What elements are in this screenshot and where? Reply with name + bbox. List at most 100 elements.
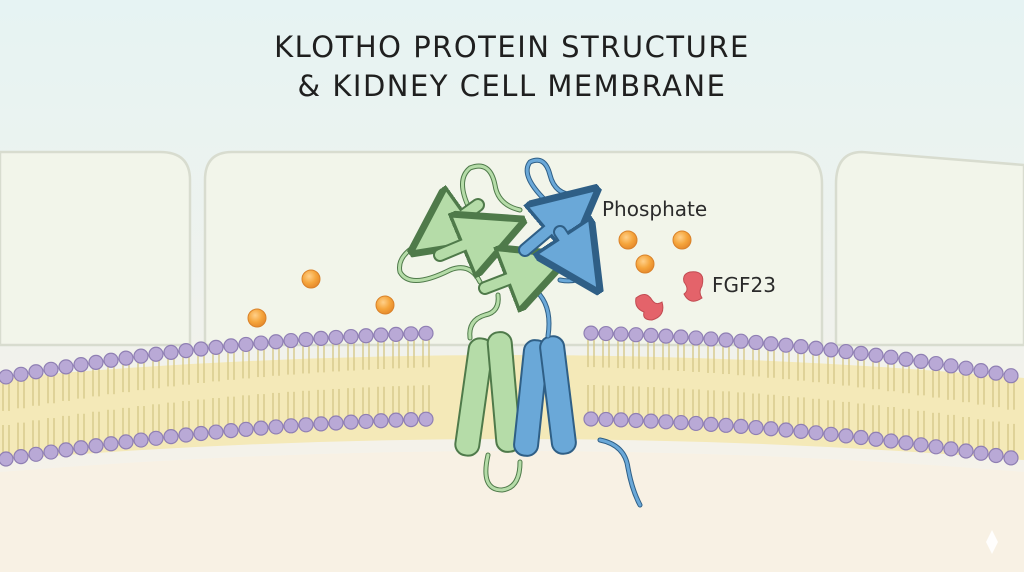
lipid-head [0,369,14,385]
lipid-heads [0,325,1019,467]
lipid-head [973,362,989,379]
lipid-head [358,413,374,430]
lipid-head [223,423,239,439]
lipid-head [988,365,1004,381]
title-line-2: & KIDNEY CELL MEMBRANE [298,69,727,103]
lipid-head [688,415,704,432]
lipid-head [898,435,914,451]
lipid-head [673,329,689,345]
lipid-head [598,325,614,342]
loop-green-top-fill [461,164,522,212]
lipid-head [958,443,974,459]
lipid-head [793,339,809,355]
lipid-head [268,419,284,435]
lipid-head [403,326,419,342]
lipid-head [133,348,149,364]
lipid-head [313,416,329,432]
lipid-head [748,334,764,351]
title-line-1: KLOTHO PROTEIN STRUCTURE [274,30,750,64]
lipid-head [418,411,434,427]
lipid-head [928,439,944,455]
lipid-head [673,414,689,431]
helix-blue-1 [513,339,549,457]
strand-blue-2-fill [555,227,590,275]
lipid-head [373,327,389,343]
lipid-head [343,328,359,345]
phosphate-ion [301,269,321,289]
lipid-head [118,434,134,450]
kidney-cell-center [203,150,824,347]
lipid-head [868,431,884,447]
lipid-head [28,364,44,380]
lipid-head [313,330,329,347]
lipid-head [928,355,944,372]
lipid-head [808,340,824,356]
lipid-head [643,327,659,343]
lipid-head [853,345,869,361]
lipid-head [253,335,269,351]
phosphate-ion [672,230,692,250]
lipid-head [838,428,854,444]
fgf23-label: FGF23 [712,273,776,297]
lipid-head [13,366,29,382]
lipid-head [913,353,929,369]
lipid-head [163,429,179,445]
lipid-head [358,328,374,344]
lipid-head [853,429,869,446]
strand-green-2-fill [435,225,505,260]
lipid-head [13,449,29,465]
lipid-head [388,412,404,428]
lipid-head [268,334,284,350]
phosphate-ion [375,295,395,315]
lipid-head [238,421,254,437]
lipid-head [58,359,74,375]
lipid-head [748,419,764,436]
phosphate-ions [247,230,692,328]
lipid-head [193,425,209,442]
lipid-head [178,343,194,359]
lipid-head [823,426,839,442]
lipid-head [1003,450,1019,466]
lipid-head [298,331,314,348]
lipid-head [103,436,119,452]
lipid-head [253,420,269,436]
lipid-head [118,350,134,366]
lipid-head [688,330,704,346]
lipid-head [373,413,389,429]
lipid-head [703,331,719,347]
kidney-cell-left [0,150,192,347]
fgf23-molecule [635,294,664,321]
lipid-head [298,417,314,433]
lipid-head [73,440,89,456]
lipid-head [283,332,299,349]
lipid-head [403,412,419,428]
phosphate-ion [247,308,267,328]
lipid-head [973,445,989,461]
lipid-head [778,337,794,353]
lipid-head [718,332,734,348]
lipid-head [628,327,644,343]
corner-sparkle-icon [986,530,998,554]
lipid-head [943,441,959,457]
lipid-head [898,351,914,367]
lipid-head [613,326,629,342]
helix-green-2 [486,331,522,453]
lipid-head [103,352,119,368]
lipid-head [733,418,749,435]
lipid-head [223,338,239,354]
lipid-head [703,416,719,432]
lipid-head [238,336,254,353]
lipid-tails [2,339,1015,454]
lipid-head [163,344,179,361]
protein-loop-green-bottom-fill [484,453,522,492]
kidney-cells [0,150,1024,347]
lipid-head [598,411,614,428]
lipid-head [643,413,659,429]
lipid-head [658,328,674,344]
lipid-head [583,325,599,341]
lipid-head [208,339,224,355]
lipid-head [43,444,59,460]
lipid-head [0,451,14,467]
lipid-head [958,360,974,376]
